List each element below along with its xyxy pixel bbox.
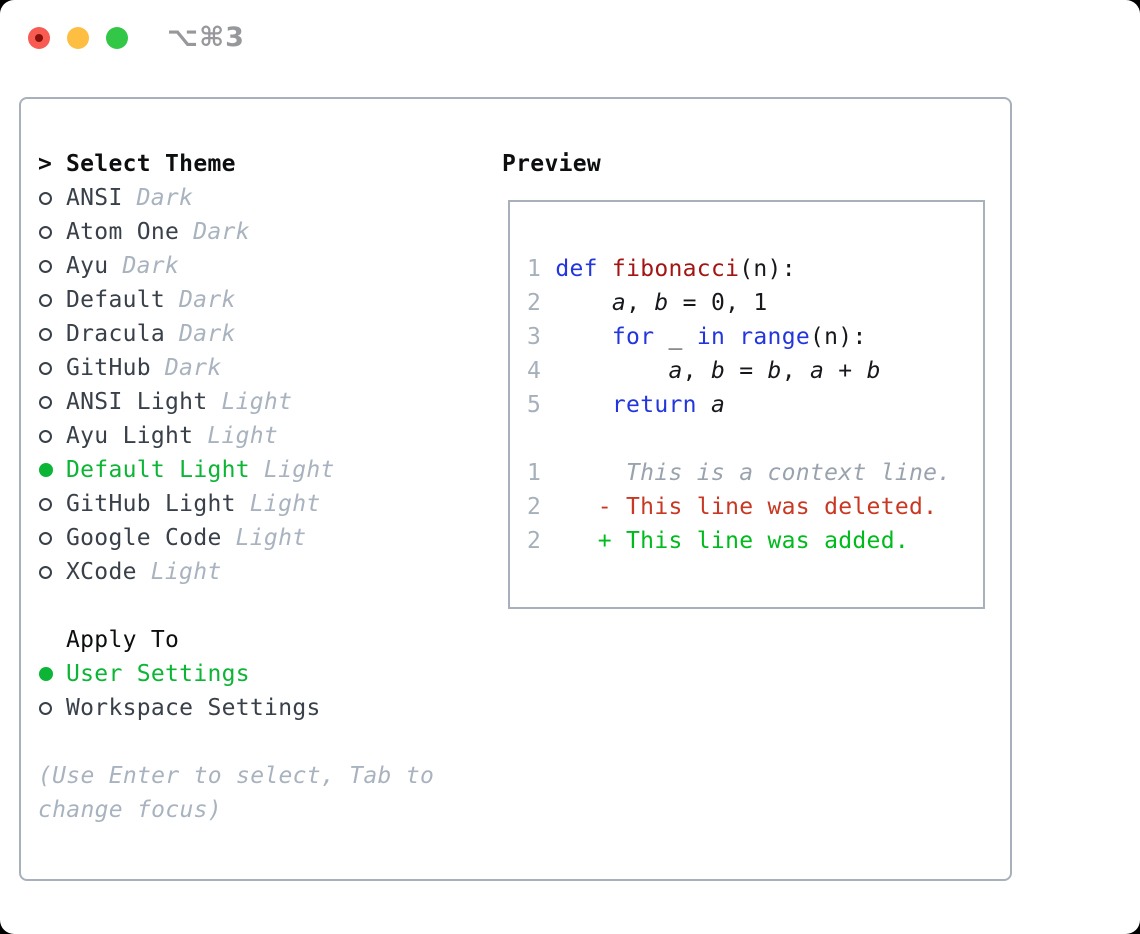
theme-picker-panel: > Select Theme ANSI Dark Atom One Dark A… [19, 97, 1012, 881]
radio-off-icon [39, 225, 52, 239]
diff-added-line: 2 + This line was added. [527, 528, 909, 554]
theme-option-ayu-light[interactable]: Ayu Light Light [38, 419, 478, 453]
apply-option-workspace-settings[interactable]: Workspace Settings [38, 691, 478, 725]
theme-list-header-row: > Select Theme [38, 147, 478, 181]
radio-off-icon [39, 361, 52, 375]
radio-off-icon [39, 191, 52, 205]
minimize-button[interactable] [67, 27, 89, 49]
keyboard-hint-line1: (Use Enter to select, Tab to [38, 763, 435, 789]
radio-off-icon [39, 531, 52, 545]
theme-option-github-dark[interactable]: GitHub Dark [38, 351, 478, 385]
radio-off-icon [39, 293, 52, 307]
theme-option-ansi-dark[interactable]: ANSI Dark [38, 181, 478, 215]
record-dot-icon [35, 34, 43, 42]
theme-option-google-code-light[interactable]: Google Code Light [38, 521, 478, 555]
theme-option-ayu-dark[interactable]: Ayu Dark [38, 249, 478, 283]
preview-title: Preview [502, 151, 602, 177]
theme-option-ansi-light[interactable]: ANSI Light Light [38, 385, 478, 419]
apply-to-header-row: Apply To [38, 623, 478, 657]
radio-on-icon [39, 667, 53, 681]
focus-cursor-icon: > [38, 151, 53, 177]
radio-off-icon [39, 395, 52, 409]
theme-option-default-light[interactable]: Default Light Light [38, 453, 478, 487]
code-line: 3 for _ in range(n): [527, 324, 867, 350]
code-line: 1 def fibonacci(n): [527, 256, 796, 282]
code-line: 5 return a [527, 392, 726, 418]
radio-off-icon [39, 327, 52, 341]
close-button[interactable] [28, 27, 50, 49]
diff-deleted-line: 2 - This line was deleted. [527, 494, 938, 520]
radio-off-icon [39, 701, 52, 715]
spacer [38, 725, 478, 759]
window-title: ⌥⌘3 [167, 22, 245, 53]
apply-option-user-settings[interactable]: User Settings [38, 657, 478, 691]
apply-to-label: Apply To [66, 627, 180, 653]
spacer [38, 589, 478, 623]
radio-off-icon [39, 259, 52, 273]
theme-list: > Select Theme ANSI Dark Atom One Dark A… [38, 147, 478, 827]
theme-option-atom-one-dark[interactable]: Atom One Dark [38, 215, 478, 249]
keyboard-hint-line2: change focus) [38, 797, 222, 823]
theme-list-header: Select Theme [66, 151, 236, 177]
radio-on-icon [39, 463, 53, 477]
code-line-blank [527, 422, 951, 456]
zoom-button[interactable] [106, 27, 128, 49]
theme-option-dracula-dark[interactable]: Dracula Dark [38, 317, 478, 351]
theme-option-github-light[interactable]: GitHub Light Light [38, 487, 478, 521]
theme-option-xcode-light[interactable]: XCode Light [38, 555, 478, 589]
radio-off-icon [39, 429, 52, 443]
titlebar: ⌥⌘3 [0, 0, 1140, 76]
preview-box: 1 def fibonacci(n): 2 a, b = 0, 1 3 for … [508, 200, 985, 609]
code-preview: 1 def fibonacci(n): 2 a, b = 0, 1 3 for … [527, 252, 951, 558]
diff-context-line: 1 This is a context line. [527, 460, 952, 486]
radio-off-icon [39, 497, 52, 511]
theme-option-default-dark[interactable]: Default Dark [38, 283, 478, 317]
radio-off-icon [39, 565, 52, 579]
code-line: 4 a, b = b, a + b [527, 358, 881, 384]
code-line: 2 a, b = 0, 1 [527, 290, 768, 316]
